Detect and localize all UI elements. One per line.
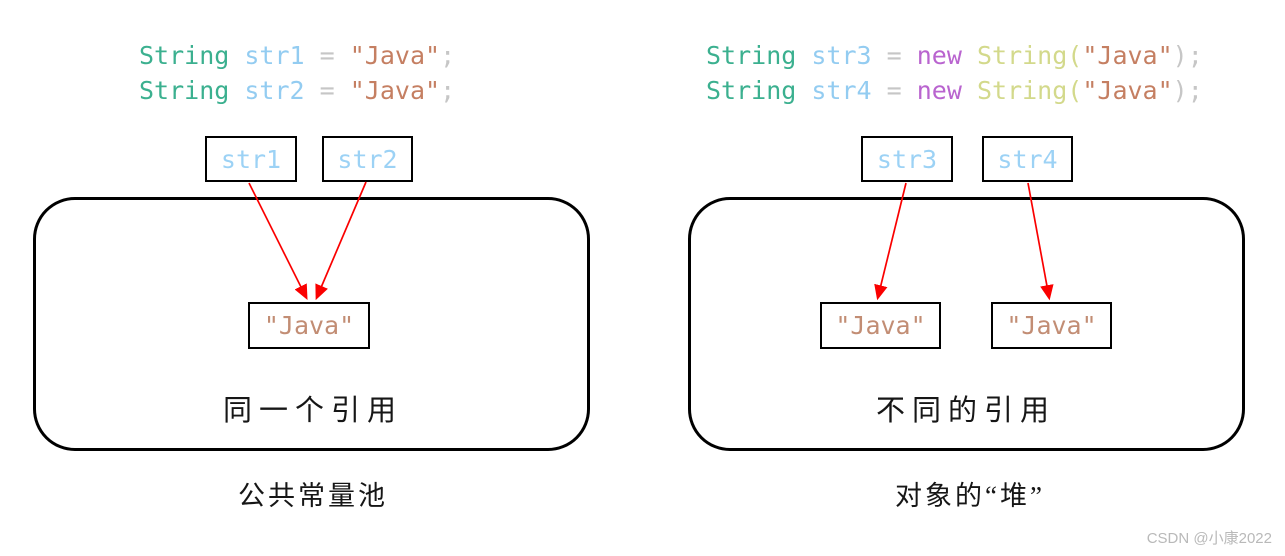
code-token-punctuation: ) (1172, 41, 1188, 70)
ref-box-str3-label: str3 (876, 144, 938, 174)
heap-object-1-value: "Java" (835, 311, 926, 340)
code-token-string: "Java" (349, 41, 441, 70)
code-token-keyword2: new (916, 76, 962, 105)
code-token-keyword: String (706, 76, 797, 105)
ref-box-str4: str4 (982, 136, 1073, 182)
code-snippet-right: String str3 = new String("Java");String … (706, 38, 1203, 108)
string-literal-value: "Java" (263, 311, 355, 340)
code-token-operator (796, 76, 811, 105)
different-reference-label: 不同的引用 (875, 395, 1057, 427)
string-literal-box: "Java" (248, 302, 370, 349)
code-token-operator: = (871, 76, 917, 105)
code-token-operator (796, 41, 811, 70)
code-token-keyword2: new (916, 41, 962, 70)
code-token-variable: str4 (811, 76, 872, 105)
constant-pool-caption: 公共常量池 (238, 481, 388, 511)
code-token-operator: = (304, 41, 350, 70)
constant-pool-container (33, 197, 590, 451)
heap-object-box-1: "Java" (820, 302, 941, 349)
code-token-variable: str1 (244, 41, 305, 70)
code-line: String str4 = new String("Java"); (706, 73, 1203, 108)
code-token-keyword: String (706, 41, 797, 70)
ref-box-str3: str3 (861, 136, 953, 182)
heap-object-2-value: "Java" (1006, 311, 1097, 340)
code-token-keyword: String (139, 41, 230, 70)
heap-object-box-2: "Java" (991, 302, 1112, 349)
same-reference-label: 同一个引用 (222, 395, 404, 427)
heap-container (688, 197, 1245, 451)
ref-box-str2: str2 (322, 136, 413, 182)
code-token-string: "Java" (1082, 76, 1173, 105)
code-token-operator: = (871, 41, 917, 70)
code-token-type: String (976, 76, 1068, 105)
code-token-punctuation: ; (440, 41, 456, 70)
code-line: String str3 = new String("Java"); (706, 38, 1203, 73)
code-token-string: "Java" (349, 76, 441, 105)
code-token-operator (962, 41, 977, 70)
code-token-punctuation: ; (440, 76, 456, 105)
ref-box-str2-label: str2 (337, 144, 398, 174)
code-token-operator (229, 41, 244, 70)
code-token-variable: str3 (811, 41, 872, 70)
code-token-operator (962, 76, 977, 105)
code-snippet-left: String str1 = "Java";String str2 = "Java… (139, 38, 455, 108)
code-token-operator: = (304, 76, 350, 105)
code-token-punctuation: ) (1172, 76, 1188, 105)
code-token-type: ( (1067, 41, 1083, 70)
ref-box-str1: str1 (205, 136, 297, 182)
heap-caption: 对象的“堆” (895, 481, 1045, 511)
code-token-type: ( (1067, 76, 1083, 105)
code-token-type: String (976, 41, 1068, 70)
watermark: CSDN @小康2022 (1146, 530, 1272, 547)
ref-box-str1-label: str1 (220, 144, 282, 174)
code-token-keyword: String (139, 76, 230, 105)
code-token-variable: str2 (244, 76, 305, 105)
code-token-string: "Java" (1082, 41, 1173, 70)
code-token-punctuation: ; (1187, 41, 1203, 70)
code-line: String str2 = "Java"; (139, 73, 455, 108)
ref-box-str4-label: str4 (997, 144, 1058, 174)
code-line: String str1 = "Java"; (139, 38, 455, 73)
code-token-operator (229, 76, 244, 105)
code-token-punctuation: ; (1187, 76, 1203, 105)
